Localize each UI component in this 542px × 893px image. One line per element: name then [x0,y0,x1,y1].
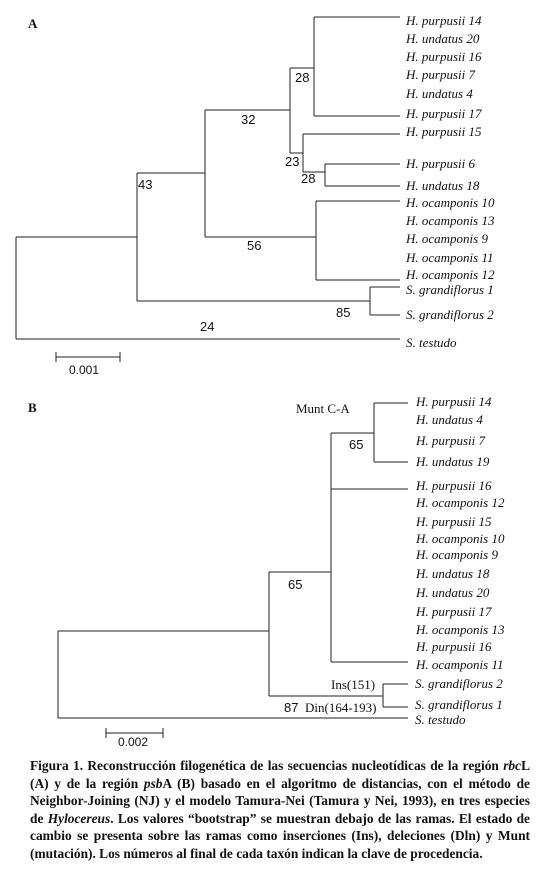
taxon-label: H. ocamponis 10 [415,531,505,546]
taxon-label: H. purpusii 16 [405,49,482,64]
taxon-label: H. ocamponis 12 [415,495,505,510]
taxon-label: H. purpusii 6 [405,156,475,171]
taxon-label: H. ocamponis 9 [415,547,498,562]
taxon-label: H. purpusii 14 [415,394,492,409]
panel-a-branches [15,16,400,362]
panel-a: A [15,13,495,377]
panel-a-taxa: H. purpusii 14 H. undatus 20 H. purpusii… [405,13,495,350]
taxon-label: S. grandiflorus 2 [406,307,494,322]
taxon-label: H. purpusii 15 [415,514,492,529]
scale-bar-label: 0.001 [69,363,99,377]
taxon-label: H. purpusii 14 [405,13,482,28]
taxon-label: S. grandiflorus 2 [415,676,503,691]
panel-b-bootstrap: 65 65 87 [284,437,363,715]
taxon-label: H. undatus 18 [405,178,480,193]
taxon-label: H. undatus 4 [415,412,483,427]
panel-b-taxa: H. purpusii 14 H. undatus 4 H. purpusii … [415,394,505,727]
figure-caption: Figura 1. Reconstrucción filogenética de… [30,758,530,861]
panel-b-branches [57,402,408,738]
bootstrap-value: 32 [241,112,255,127]
taxon-label: H. undatus 20 [415,585,490,600]
panel-a-label: A [28,16,38,31]
taxon-label: S. testudo [415,712,466,727]
taxon-label: H. purpusii 16 [415,639,492,654]
panel-b-label: B [28,400,37,415]
taxon-label: H. purpusii 17 [415,604,492,619]
taxon-label: H. undatus 20 [405,31,480,46]
bootstrap-value: 65 [349,437,363,452]
taxon-label: H. purpusii 15 [405,124,482,139]
bootstrap-value: 28 [301,171,315,186]
taxon-label: H. purpusii 16 [415,478,492,493]
bootstrap-value: 43 [138,177,152,192]
taxon-label: H. ocamponis 10 [405,195,495,210]
bootstrap-value: 28 [295,70,309,85]
taxon-label: H. ocamponis 12 [405,267,495,282]
bootstrap-value: 56 [247,238,261,253]
panel-b-annotations: Munt C-A Ins(151) Din(164-193) [296,401,377,715]
taxon-label: H. ocamponis 11 [405,250,494,265]
taxon-label: H. ocamponis 9 [405,231,488,246]
taxon-label: H. purpusii 7 [405,67,475,82]
taxon-label: H. undatus 19 [415,454,490,469]
taxon-label: S. grandiflorus 1 [406,282,494,297]
taxon-label: H. ocamponis 13 [405,213,495,228]
taxon-label: H. ocamponis 11 [415,657,504,672]
taxon-label: H. purpusii 7 [415,433,485,448]
taxon-label: H. undatus 4 [405,86,473,101]
bootstrap-value: 65 [288,577,302,592]
bootstrap-value: 24 [200,319,214,334]
insertion-annotation: Ins(151) [331,677,375,692]
bootstrap-value: 85 [336,305,350,320]
mutation-annotation: Munt C-A [296,401,350,416]
bootstrap-value: 87 [284,700,298,715]
bootstrap-value: 23 [285,154,299,169]
panel-b: B [28,394,505,749]
taxon-label: H. undatus 18 [415,566,490,581]
taxon-label: H. purpusii 17 [405,106,482,121]
deletion-annotation: Din(164-193) [305,700,377,715]
taxon-label: S. grandiflorus 1 [415,697,503,712]
taxon-label: S. testudo [406,335,457,350]
scale-bar-label: 0.002 [118,735,148,749]
panel-a-bootstrap: 28 32 23 28 43 56 85 24 [138,70,350,334]
taxon-label: H. ocamponis 13 [415,622,505,637]
